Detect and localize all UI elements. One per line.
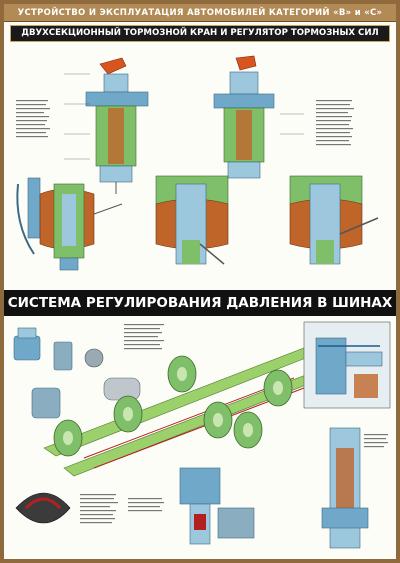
tire-pressure-illustrations [13, 321, 391, 549]
brake-valve-illustrations [16, 55, 379, 271]
top-title-band: УСТРОЙСТВО И ЭКСПЛУАТАЦИЯ АВТОМОБИЛЕЙ КА… [4, 4, 396, 22]
section1-title-band: ДВУХСЕКЦИОННЫЙ ТОРМОЗНОЙ КРАН И РЕГУЛЯТО… [10, 25, 390, 42]
section2-title: СИСТЕМА РЕГУЛИРОВАНИЯ ДАВЛЕНИЯ В ШИНАХ [7, 295, 393, 311]
air-supply-valve [179, 467, 255, 545]
hub-cutaway-detail [303, 321, 391, 409]
pressure-regulator [321, 427, 369, 549]
tire-cross-section [15, 492, 71, 524]
section1-title: ДВУХСЕКЦИОННЫЙ ТОРМОЗНОЙ КРАН И РЕГУЛЯТО… [21, 28, 379, 38]
legend-lines-right [316, 100, 354, 146]
legend-lines-bottom [80, 434, 388, 524]
brake-regulator-lower-right [289, 175, 379, 265]
brake-regulator-lower-left [16, 177, 123, 271]
section2-title-band: СИСТЕМА РЕГУЛИРОВАНИЯ ДАВЛЕНИЯ В ШИНАХ [4, 290, 396, 316]
truck-wheels [53, 355, 293, 457]
compressor-components [13, 327, 141, 419]
brake-valve-upper-right [213, 55, 304, 179]
top-title: УСТРОЙСТВО И ЭКСПЛУАТАЦИЯ АВТОМОБИЛЕЙ КА… [17, 8, 383, 18]
legend-lines-left [16, 100, 50, 138]
brake-valve-upper-left [64, 57, 149, 194]
brake-regulator-lower-middle [155, 175, 229, 265]
legend-lines-center [124, 324, 164, 350]
